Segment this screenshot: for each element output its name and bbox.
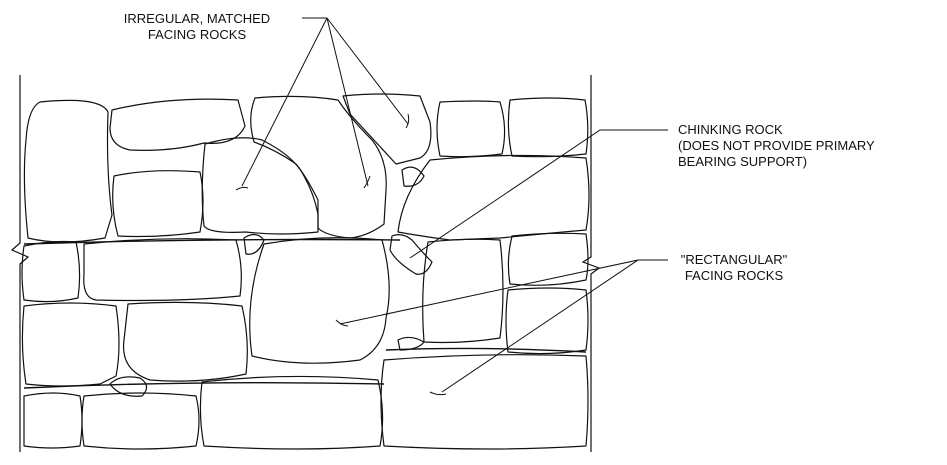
rock-row-3 <box>21 232 589 364</box>
rock <box>505 287 589 355</box>
bedding-line <box>385 347 587 353</box>
rock <box>342 93 432 165</box>
crack-mark <box>235 186 249 191</box>
rock <box>397 336 425 351</box>
wall-left-edge <box>10 75 30 452</box>
bedding-line <box>23 381 385 389</box>
leader-rectangular <box>339 259 668 393</box>
leader-chinking <box>409 129 668 259</box>
leader-irregular <box>241 17 409 187</box>
rock <box>21 302 120 387</box>
rock <box>249 237 390 364</box>
crack-mark <box>405 113 410 129</box>
rock <box>436 100 506 158</box>
rock <box>109 376 148 397</box>
label-chinking-rock: CHINKING ROCK (DOES NOT PROVIDE PRIMARY … <box>678 122 875 170</box>
rock <box>507 97 589 158</box>
rock <box>81 392 200 450</box>
crack-mark <box>429 391 447 396</box>
crack-mark <box>335 319 349 327</box>
label-line: FACING ROCKS <box>147 27 247 42</box>
label-irregular-facing-rocks: IRREGULAR, MATCHED FACING ROCKS <box>92 11 302 43</box>
label-line: (DOES NOT PROVIDE PRIMARY <box>678 138 875 153</box>
label-line: IRREGULAR, MATCHED <box>123 11 271 26</box>
rock <box>397 154 590 241</box>
rock <box>112 170 204 238</box>
rock-row-1 <box>23 93 589 243</box>
rock <box>422 238 504 344</box>
rock-row-5 <box>23 354 589 450</box>
rock <box>23 99 113 243</box>
label-line: FACING ROCKS <box>684 268 784 283</box>
rock <box>199 375 384 450</box>
rock-row-4 <box>21 287 589 387</box>
rock <box>21 240 81 303</box>
rock-row-2 <box>112 137 590 241</box>
wall-right-edge <box>581 75 601 452</box>
rock <box>507 232 589 286</box>
label-rectangular-facing-rocks: "RECTANGULAR" FACING ROCKS <box>664 252 804 284</box>
label-line: BEARING SUPPORT) <box>678 154 808 169</box>
bedding-line <box>23 238 401 245</box>
rock <box>380 354 589 450</box>
rock <box>23 392 83 449</box>
rock <box>201 137 319 235</box>
label-line: "RECTANGULAR" <box>680 252 788 267</box>
rock <box>109 98 246 151</box>
rock <box>389 234 433 275</box>
label-line: CHINKING ROCK <box>678 122 783 137</box>
rock <box>401 166 425 187</box>
rock <box>122 301 248 382</box>
rock <box>83 238 242 302</box>
